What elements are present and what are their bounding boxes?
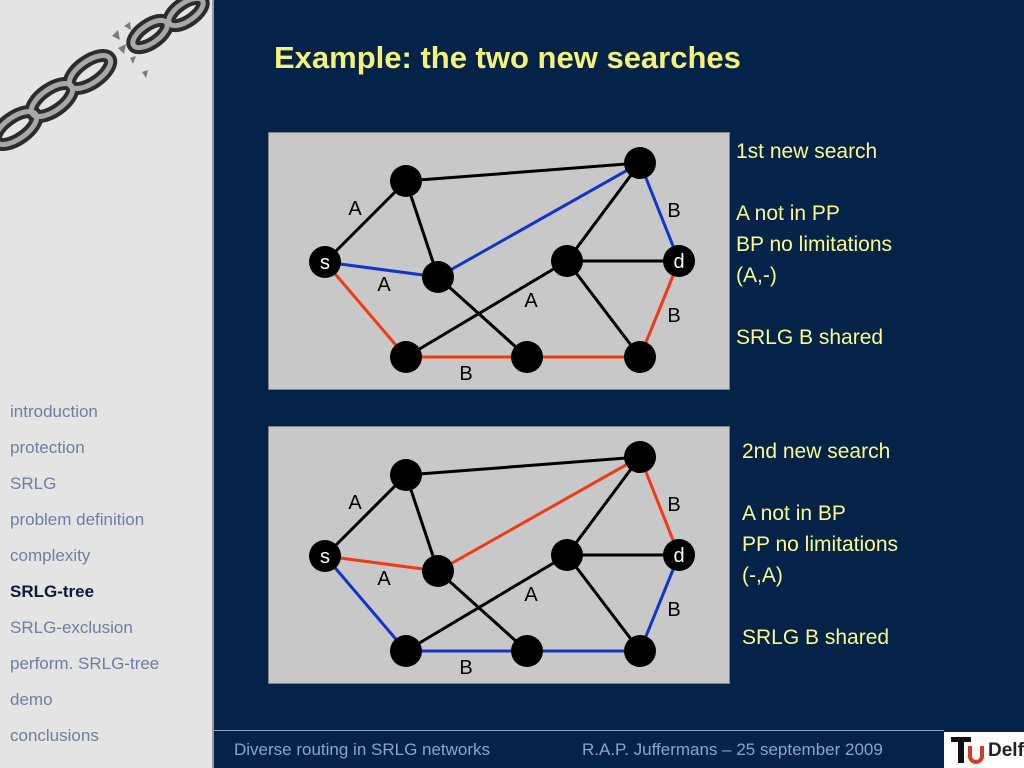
edge-n4-n2-blue [437, 161, 641, 279]
node-n8 [511, 341, 543, 373]
footer-divider [214, 730, 944, 731]
tu-delft-logo-icon: TU [951, 737, 984, 764]
note-line [736, 291, 892, 322]
edge-n2-n5-black [565, 456, 642, 556]
edge-n5-n9-black [565, 554, 642, 652]
nav-item-conclusions[interactable]: conclusions [10, 726, 99, 745]
node-n5 [551, 539, 583, 571]
note-line: A not in PP [736, 202, 840, 225]
edge-n1-s-black [323, 179, 408, 264]
note-line: BP no limitations [736, 233, 893, 256]
edge-s-n4-red [324, 554, 439, 573]
node-n9 [624, 341, 656, 373]
node-n1 [390, 459, 422, 491]
note-line [742, 467, 898, 498]
edge-n5-n9-black [565, 260, 642, 358]
nav-item-srlg[interactable]: SRLG [10, 474, 57, 493]
note-line: PP no limitations [742, 533, 899, 556]
edge-n2-d-red [638, 456, 681, 556]
srlg-lbl-a-mid: A [377, 568, 391, 590]
srlg-lbl-b-bottom: B [459, 363, 472, 385]
tu-delft-logo: TU Delft [944, 732, 1024, 768]
note-line: SRLG B shared [742, 626, 890, 649]
note-line: SRLG B shared [736, 326, 884, 349]
note-line: 2nd new search [742, 440, 891, 463]
node-label-s: s [320, 252, 330, 274]
node-label-d: d [673, 545, 684, 567]
edge-n9-d-blue [638, 554, 681, 652]
edge-s-n7-blue [323, 555, 408, 652]
srlg-lbl-b-right: B [667, 305, 680, 327]
srlg-lbl-a-mid: A [377, 274, 391, 296]
srlg-lbl-b-top: B [667, 200, 680, 222]
first-search-notes: 1st new search A not in PP BP no limitatio… [736, 136, 892, 353]
edge-n5-n7-black [405, 259, 568, 359]
edge-n2-n5-black [565, 162, 642, 262]
srlg-lbl-a-top: A [348, 198, 362, 220]
node-s [309, 246, 341, 278]
node-n2 [624, 441, 656, 473]
edge-n1-n2-black [405, 161, 641, 183]
note-line: 1st new search [736, 140, 878, 163]
node-n5 [551, 245, 583, 277]
node-s [309, 540, 341, 572]
logo-text: Delft [988, 740, 1024, 761]
nav-item-problem-definition[interactable]: problem definition [10, 510, 145, 529]
node-n9 [624, 635, 656, 667]
note-line: A not in BP [742, 502, 846, 525]
edge-n1-n2-black [405, 455, 641, 477]
nav-item-srlg-tree[interactable]: SRLG-tree [10, 582, 95, 601]
broken-chain-icon [0, 0, 210, 151]
node-d [663, 539, 695, 571]
srlg-lbl-a-top: A [348, 492, 362, 514]
note-line [736, 167, 892, 198]
edge-n5-n7-black [405, 553, 568, 653]
slide-title: Example: the two new searches [274, 40, 741, 75]
edge-s-n7-red [323, 261, 408, 358]
node-n7 [390, 635, 422, 667]
node-n2 [624, 147, 656, 179]
node-n4 [422, 555, 454, 587]
edge-n4-n8-black [436, 569, 529, 653]
node-d [663, 245, 695, 277]
edge-n2-d-blue [638, 162, 681, 262]
node-n4 [422, 261, 454, 293]
nav-item-srlg-exclusion[interactable]: SRLG-exclusion [10, 618, 133, 637]
second-search-notes: 2nd new search A not in BP PP no limitatio… [742, 436, 898, 653]
edge-n4-n2-red [437, 455, 641, 573]
node-label-d: d [673, 251, 684, 273]
nav-item-perform-srlg-tree[interactable]: perform. SRLG-tree [10, 654, 160, 673]
node-label-s: s [320, 546, 330, 568]
footer-author-date: R.A.P. Juffermans – 25 september 2009 [582, 740, 883, 759]
srlg-lbl-a-center: A [524, 290, 538, 312]
note-line [742, 591, 898, 622]
edge-n4-n8-black [436, 275, 529, 359]
nav-item-demo[interactable]: demo [10, 690, 53, 709]
nav-item-introduction[interactable]: introduction [10, 402, 98, 421]
note-line: (A,-) [736, 264, 777, 287]
edge-s-n4-blue [324, 260, 439, 279]
srlg-lbl-a-center: A [524, 584, 538, 606]
node-n7 [390, 341, 422, 373]
nav-item-protection[interactable]: protection [10, 438, 85, 457]
footer-title: Diverse routing in SRLG networks [234, 740, 491, 759]
node-n8 [511, 635, 543, 667]
node-n1 [390, 165, 422, 197]
note-line: (-,A) [742, 564, 783, 587]
edge-n1-n4-black [404, 180, 440, 278]
srlg-lbl-b-bottom: B [459, 657, 472, 679]
edge-n1-s-black [323, 473, 408, 558]
edge-n1-n4-black [404, 474, 440, 572]
edge-n9-d-red [638, 260, 681, 358]
srlg-lbl-b-top: B [667, 494, 680, 516]
srlg-lbl-b-right: B [667, 599, 680, 621]
nav-item-complexity[interactable]: complexity [10, 546, 91, 565]
